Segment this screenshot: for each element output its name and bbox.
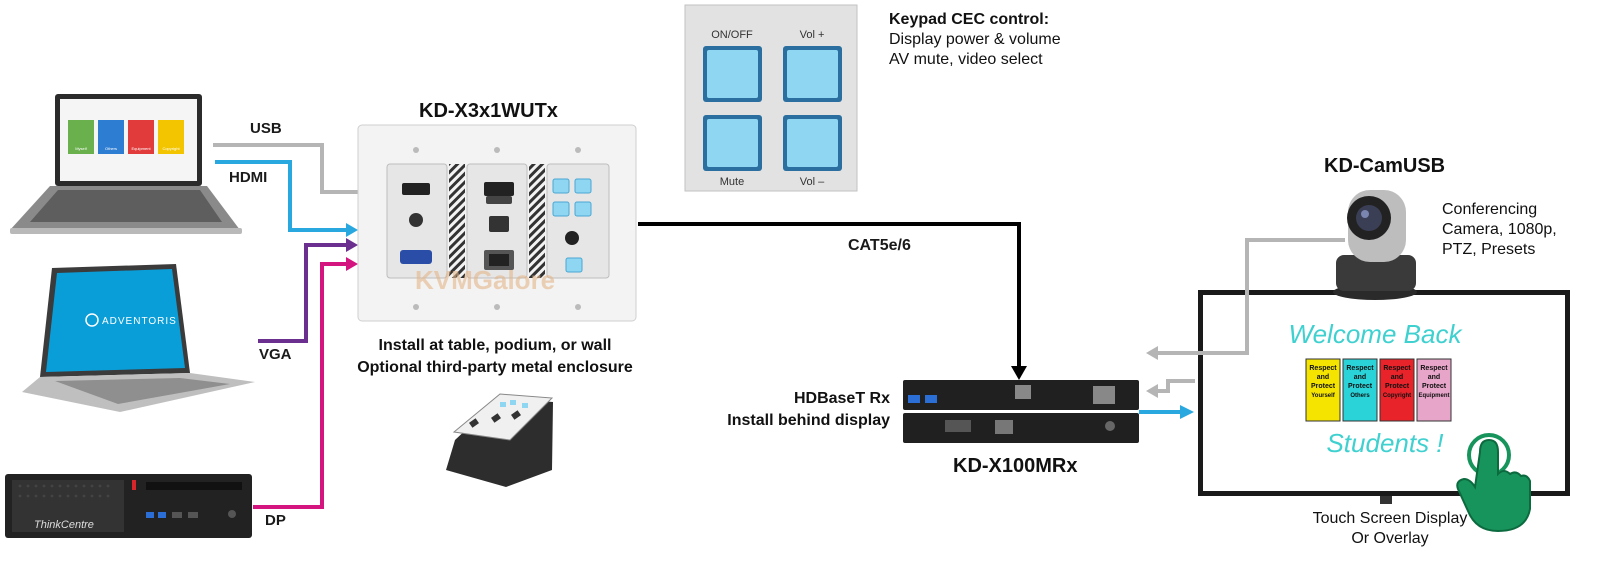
respect-card-text: and (1428, 374, 1440, 381)
keypad-line2: AV mute, video select (889, 51, 1043, 68)
cat-label: CAT5e/6 (848, 237, 911, 254)
thinkcentre-brand: ThinkCentre (34, 519, 94, 531)
transmitter-caption: Install at table, podium, or wall Option… (330, 335, 660, 379)
camera-description: Conferencing Camera, 1080p, PTZ, Presets (1442, 200, 1557, 260)
usb-label: USB (250, 120, 282, 137)
transmitter-wallplate: KVMGalore (357, 124, 637, 322)
keypad-label-mute: Mute (720, 176, 744, 188)
kvmgalore-watermark: KVMGalore (415, 265, 555, 295)
respect-card (1379, 358, 1415, 422)
laptop-tile-label: Myself (75, 146, 87, 151)
respect-card-text: Protect (1311, 383, 1336, 390)
keypad-heading: Keypad CEC control: (889, 11, 1050, 28)
respect-card-text: Respect (1346, 365, 1374, 372)
hdmi-label: HDMI (229, 169, 268, 186)
laptop-tile (128, 120, 154, 154)
camera-line2: Camera, 1080p, (1442, 221, 1557, 238)
transmitter-caption-line2: Optional third-party metal enclosure (357, 359, 633, 376)
respect-card (1342, 358, 1378, 422)
camera-title: KD-CamUSB (1324, 155, 1446, 177)
respect-card-text: Equipment (1419, 393, 1450, 399)
respect-card (1416, 358, 1452, 422)
camera-line3: PTZ, Presets (1442, 241, 1536, 258)
keypad-label-onoff: ON/OFF (711, 29, 753, 41)
keypad-label-voldown: Vol – (800, 176, 825, 188)
keypad-description: Keypad CEC control: Display power & volu… (889, 10, 1061, 70)
receiver-title: KD-X100MRx (953, 455, 1078, 477)
camera-line1: Conferencing (1442, 201, 1538, 218)
desktop-thinkcentre-icon: ThinkCentre (5, 474, 252, 538)
metal-enclosure-icon (446, 393, 554, 487)
keypad-label-volup: Vol + (800, 29, 825, 41)
adventoris-brand: ADVENTORIS (102, 316, 177, 327)
respect-card-text: Yourself (1311, 393, 1336, 399)
laptop-tile (158, 120, 184, 154)
display-caption-line1: Touch Screen Display (1312, 510, 1468, 527)
respect-card-text: Protect (1422, 383, 1447, 390)
laptop-tile-label: Copyright (162, 146, 180, 151)
respect-card-text: Copyright (1383, 393, 1411, 399)
laptop-tile (68, 120, 94, 154)
touch-hand-icon (1456, 433, 1531, 533)
laptop-tile-label: Equipment (131, 146, 151, 151)
display-caption-line2: Or Overlay (1351, 530, 1429, 547)
respect-card-text: Others (1350, 393, 1370, 399)
laptop-hp-icon: Myself Others Equipment Copyright (10, 94, 242, 234)
respect-card-text: and (1391, 374, 1403, 381)
respect-card (1305, 358, 1341, 422)
respect-card-text: Respect (1420, 365, 1448, 372)
receiver-caption-line2: Install behind display (727, 412, 890, 429)
students-text: Students ! (1326, 428, 1443, 458)
receiver-caption: HDBaseT Rx Install behind display (680, 388, 890, 432)
respect-card-text: and (1354, 374, 1366, 381)
transmitter-title: KD-X3x1WUTx (419, 100, 558, 122)
respect-card-text: Respect (1383, 365, 1411, 372)
display-caption: Touch Screen Display Or Overlay (1280, 509, 1500, 549)
respect-card-text: Respect (1309, 365, 1337, 372)
laptop-tile-label: Others (105, 146, 117, 151)
keypad-line1: Display power & volume (889, 31, 1061, 48)
ptz-camera-icon (1333, 190, 1417, 300)
dp-label: DP (265, 512, 286, 529)
welcome-back-text: Welcome Back (1289, 319, 1464, 349)
keypad-plate: ON/OFF Vol + Mute Vol – (684, 4, 858, 192)
receiver-caption-line1: HDBaseT Rx (793, 390, 890, 407)
respect-card-text: and (1317, 374, 1329, 381)
vga-label: VGA (259, 346, 292, 363)
laptop-adventoris-icon: ADVENTORIS (22, 264, 255, 412)
laptop-tile (98, 120, 124, 154)
respect-card-text: Protect (1348, 383, 1373, 390)
respect-card-text: Protect (1385, 383, 1410, 390)
receiver-device (903, 380, 1139, 443)
transmitter-caption-line1: Install at table, podium, or wall (378, 337, 612, 354)
